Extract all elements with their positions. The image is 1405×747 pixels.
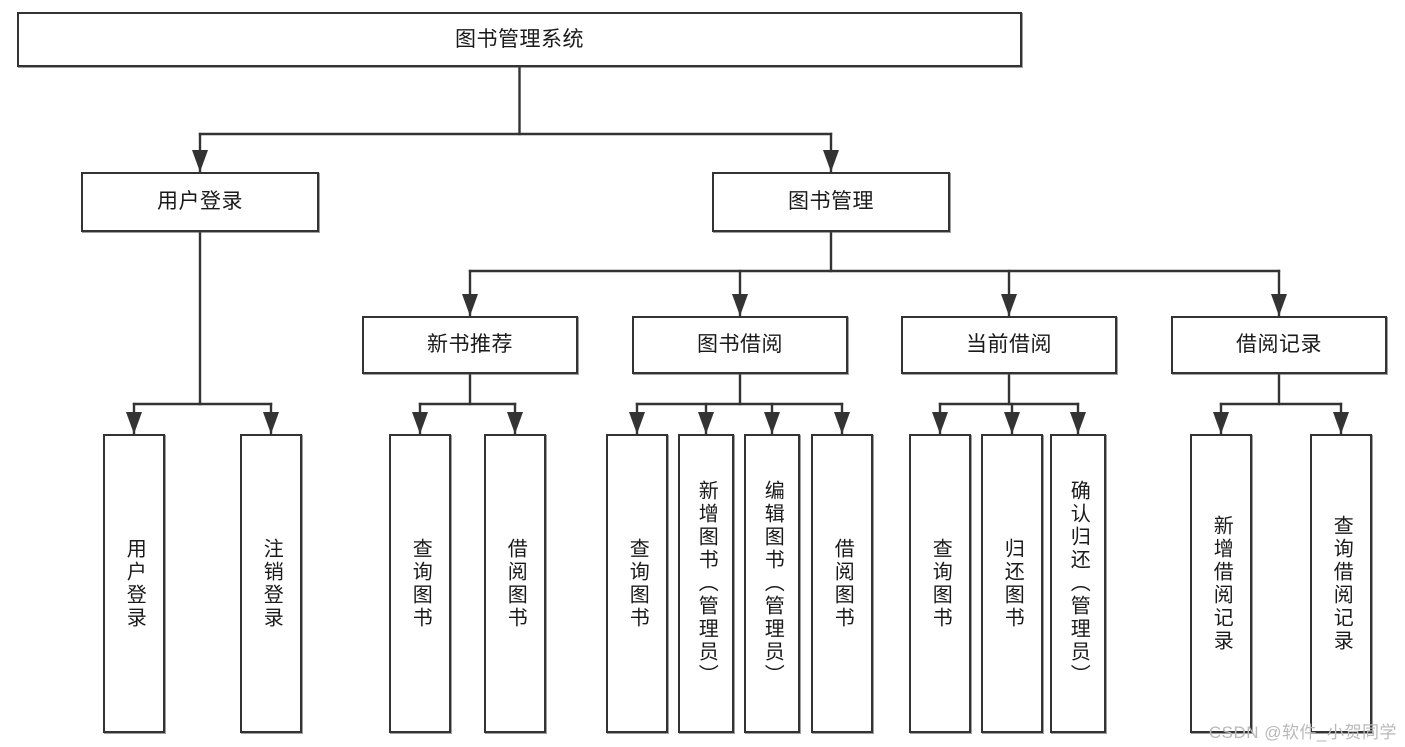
connector-arrowhead: [412, 412, 428, 434]
node-root[interactable]: 图书管理系统: [17, 12, 1022, 67]
node-l5[interactable]: 查询图书: [606, 434, 668, 733]
node-l4[interactable]: 借阅图书: [484, 434, 546, 733]
node-bookmgmt[interactable]: 图书管理: [712, 172, 950, 232]
node-label: 借阅图书: [504, 537, 527, 630]
connector-arrowhead: [1213, 412, 1229, 434]
connector-arrowhead: [507, 412, 523, 434]
connector-arrowhead: [192, 150, 208, 172]
connector-arrowhead: [764, 412, 780, 434]
node-label: 确认归还（管理员）: [1067, 480, 1090, 687]
node-label: 查询图书: [409, 537, 432, 630]
node-l3[interactable]: 查询图书: [389, 434, 451, 733]
node-l9[interactable]: 查询图书: [909, 434, 971, 733]
connector-arrowhead: [1070, 412, 1086, 434]
node-label: 查询图书: [929, 537, 952, 630]
node-l13[interactable]: 查询借阅记录: [1310, 434, 1372, 733]
connector-arrowhead: [1271, 294, 1287, 316]
node-label: 编辑图书（管理员）: [761, 480, 784, 687]
connector-arrowhead: [126, 412, 142, 434]
connector-arrowhead: [732, 294, 748, 316]
node-l12[interactable]: 新增借阅记录: [1190, 434, 1252, 733]
node-label: 新书推荐: [427, 333, 513, 357]
node-label: 图书借阅: [697, 333, 783, 357]
node-label: 当前借阅: [966, 333, 1052, 357]
node-label: 图书管理系统: [455, 27, 584, 51]
connector-arrowhead: [932, 412, 948, 434]
node-newbook[interactable]: 新书推荐: [362, 316, 578, 374]
node-label: 新增借阅记录: [1210, 514, 1233, 653]
node-label: 用户登录: [157, 190, 243, 214]
node-l7[interactable]: 编辑图书（管理员）: [744, 434, 800, 733]
node-l8[interactable]: 借阅图书: [811, 434, 873, 733]
node-label: 新增图书（管理员）: [695, 480, 718, 687]
node-l10[interactable]: 归还图书: [981, 434, 1043, 733]
node-l11[interactable]: 确认归还（管理员）: [1050, 434, 1106, 733]
watermark-text: CSDN @软件_小贺同学: [1208, 723, 1397, 742]
connector-arrowhead: [263, 412, 279, 434]
node-l6[interactable]: 新增图书（管理员）: [678, 434, 734, 733]
node-l2[interactable]: 注销登录: [240, 434, 302, 733]
node-label: 图书管理: [788, 190, 874, 214]
node-label: 借阅图书: [831, 537, 854, 630]
connector-arrowhead: [462, 294, 478, 316]
node-records[interactable]: 借阅记录: [1171, 316, 1387, 374]
node-label: 查询借阅记录: [1330, 514, 1353, 653]
node-borrow[interactable]: 图书借阅: [632, 316, 848, 374]
connector-arrowhead: [823, 150, 839, 172]
connector-arrowhead: [629, 412, 645, 434]
connector-arrowhead: [1333, 412, 1349, 434]
node-current[interactable]: 当前借阅: [901, 316, 1117, 374]
node-label: 注销登录: [260, 537, 283, 630]
node-label: 归还图书: [1001, 537, 1024, 630]
connector-arrowhead: [1001, 294, 1017, 316]
node-l1[interactable]: 用户登录: [103, 434, 165, 733]
node-label: 查询图书: [626, 537, 649, 630]
connector-arrowhead: [834, 412, 850, 434]
node-login[interactable]: 用户登录: [81, 172, 319, 232]
node-label: 用户登录: [123, 537, 146, 630]
connector-arrowhead: [1004, 412, 1020, 434]
node-label: 借阅记录: [1236, 333, 1322, 357]
connector-arrowhead: [698, 412, 714, 434]
